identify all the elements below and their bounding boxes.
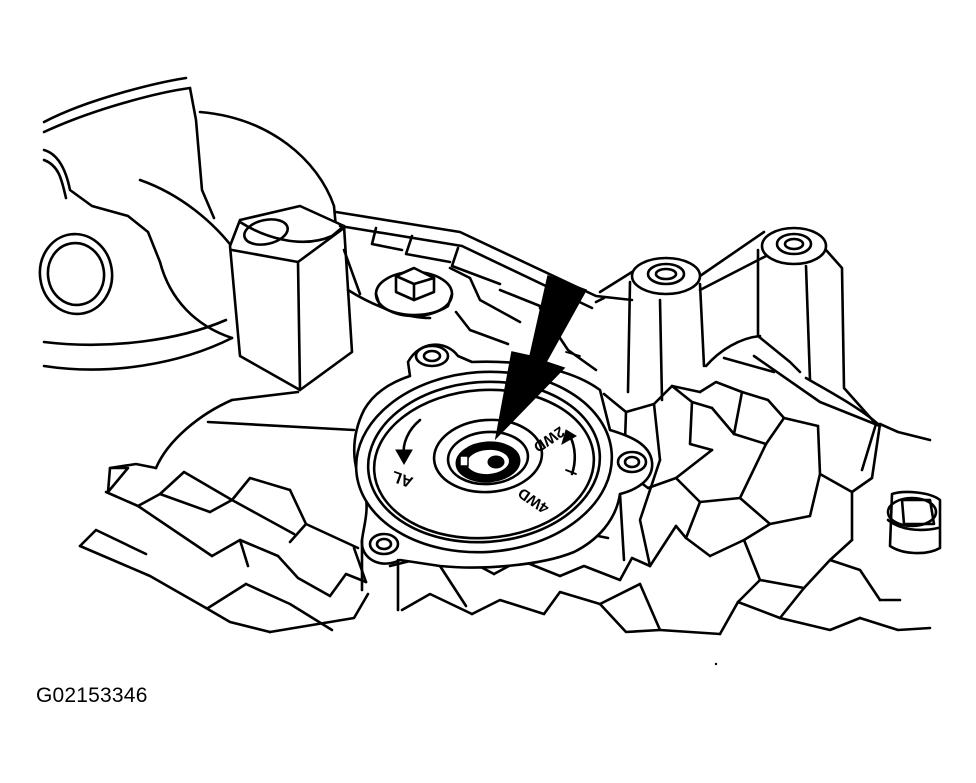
side-plug (886, 490, 942, 555)
pointer-arrow (494, 275, 588, 441)
upper-housing (42, 76, 338, 371)
lower-ribbed-case (78, 390, 722, 636)
right-boss-2 (760, 226, 828, 266)
selector-direction-arrows (395, 418, 577, 476)
right-mounting-bosses (594, 230, 882, 428)
oring-port (38, 232, 114, 316)
marking-al: AL (389, 467, 415, 490)
right-boss-1 (630, 256, 702, 296)
drain-plug (374, 266, 454, 318)
figure-id-label: G02153346 (36, 684, 148, 707)
left-mounting-boss (228, 204, 354, 392)
shift-selector-cover (354, 370, 614, 554)
right-rib-grid (602, 380, 932, 636)
ribbed-top-surface (334, 210, 634, 372)
stray-dot (714, 662, 718, 666)
